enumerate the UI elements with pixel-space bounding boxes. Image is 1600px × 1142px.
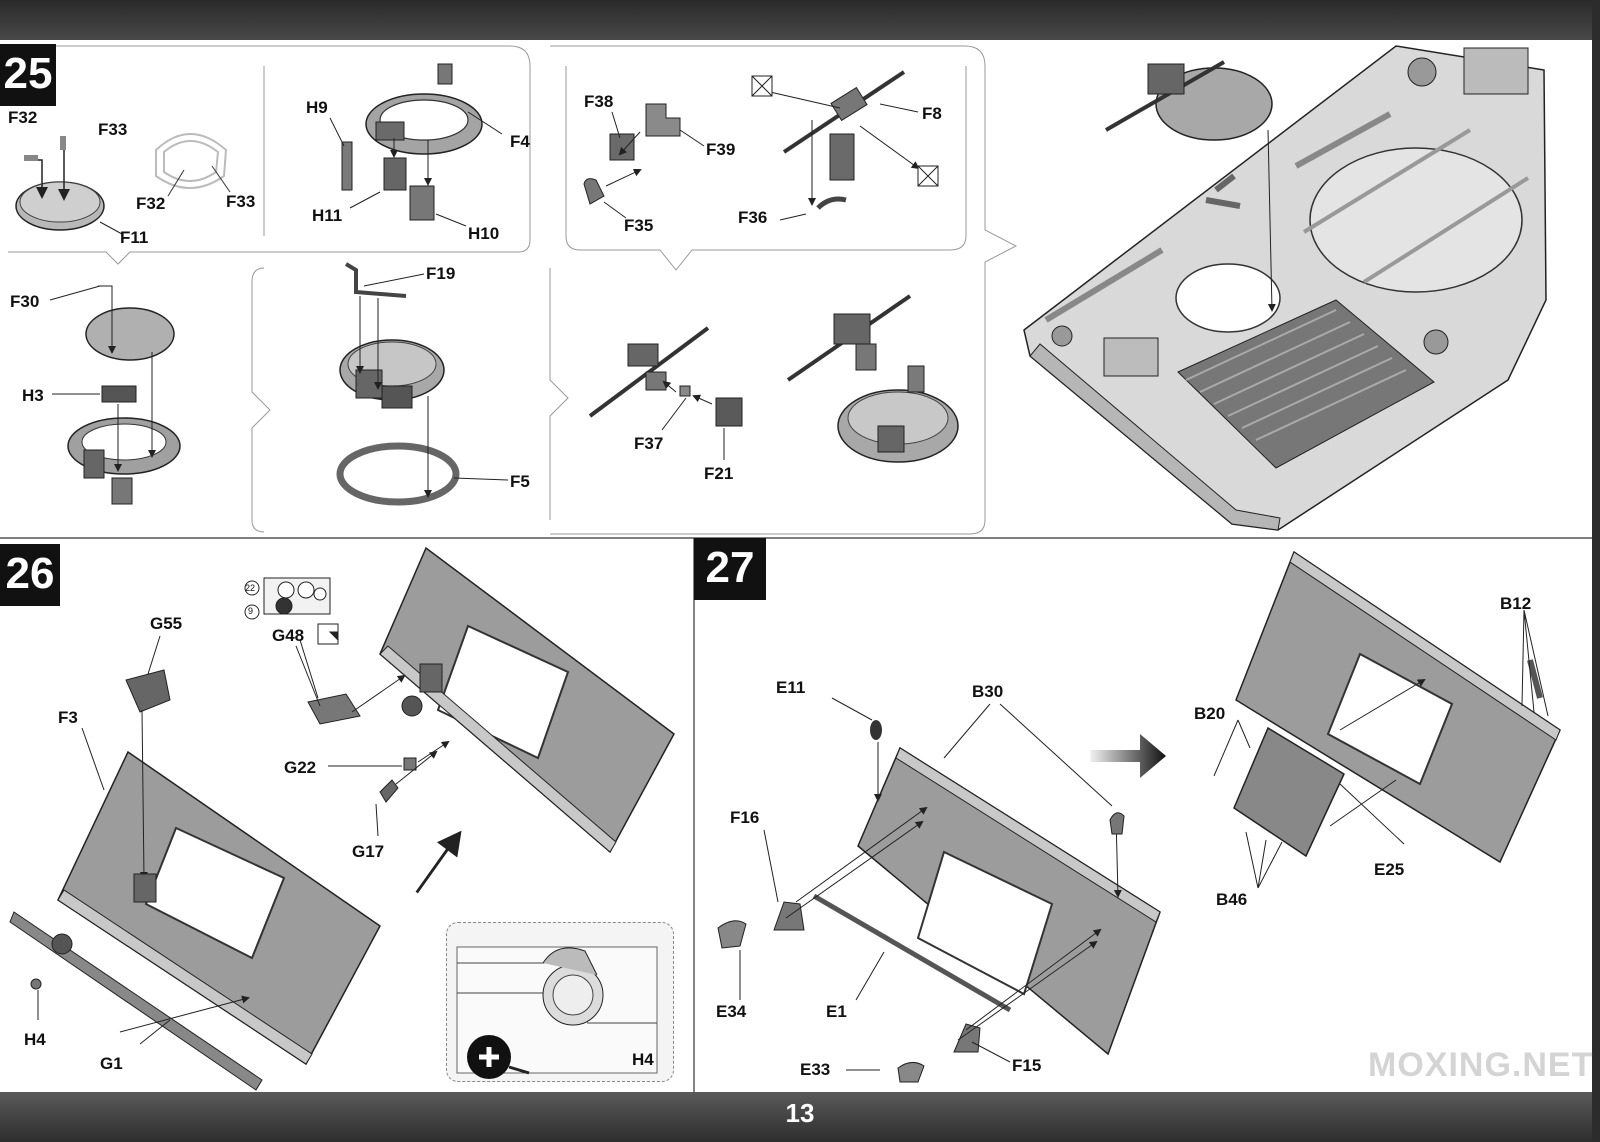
callout-B30: B30: [972, 682, 1004, 701]
bottom-border: [0, 1092, 1600, 1142]
section-dividers: [0, 537, 1592, 1092]
callout-H10: H10: [468, 224, 500, 243]
callout-E34: E34: [716, 1002, 747, 1021]
gun-on-hatch-drawing: [786, 294, 959, 463]
callout-E33: E33: [800, 1060, 831, 1079]
hatch-f11-outline-view: [155, 133, 231, 197]
callout-F36: F36: [738, 208, 768, 227]
callout-F19: F19: [426, 264, 456, 283]
callout-F32-a: F32: [8, 108, 38, 127]
callout-F39: F39: [706, 140, 736, 159]
step-number-25: 25: [0, 44, 56, 106]
zoom-detail-drawing: [456, 946, 658, 1079]
hatch-f11-drawing: [15, 136, 123, 235]
hull-top-drawing: [1023, 45, 1547, 531]
gun-assembly-f37-drawing: [588, 326, 743, 460]
direction-arrow-26: [415, 830, 462, 894]
callout-F4: F4: [510, 132, 530, 151]
callout-F30: F30: [10, 292, 40, 311]
gun-mount-parts-drawing: [583, 70, 939, 221]
callout-H4: H4: [24, 1030, 46, 1049]
callout-F21: F21: [704, 464, 734, 483]
rear-door-left-drawing: [9, 635, 381, 1091]
step-number-27: 27: [694, 538, 766, 600]
callout-H3: H3: [22, 386, 44, 405]
callout-G22: G22: [284, 758, 317, 777]
callout-G48: G48: [272, 626, 305, 645]
callout-H11: H11: [312, 206, 343, 225]
rear-door-right-drawing: [299, 546, 675, 854]
top-border: [0, 0, 1600, 42]
callout-E25: E25: [1374, 860, 1405, 879]
callout-H9: H9: [306, 98, 328, 117]
callout-H4-zoom: H4: [632, 1050, 654, 1069]
watermark: MOXING.NET: [1368, 1046, 1594, 1084]
callout-F33-a: F33: [98, 120, 128, 139]
callout-B12: B12: [1500, 594, 1532, 613]
decal-number-9: 9: [248, 606, 254, 616]
callout-F16: F16: [730, 808, 760, 827]
decal-number-22: 22: [245, 583, 256, 593]
callout-F15: F15: [1012, 1056, 1042, 1075]
right-border: [1592, 0, 1600, 1142]
step27-assembly: [717, 550, 1561, 1083]
zoom-detail-inset: [446, 922, 674, 1082]
callout-F8: F8: [922, 104, 942, 123]
callout-F38: F38: [584, 92, 614, 111]
cupola-ring-f4-drawing: [329, 63, 503, 227]
callout-F32-b: F32: [136, 194, 166, 213]
step25-subpanels: [8, 45, 1018, 535]
callout-E1: E1: [826, 1002, 847, 1021]
callout-F33-b: F33: [226, 192, 256, 211]
callout-B20: B20: [1194, 704, 1226, 723]
step-number-26: 26: [0, 544, 60, 606]
callout-G1: G1: [100, 1054, 123, 1073]
callout-F37: F37: [634, 434, 664, 453]
callout-F3: F3: [58, 708, 78, 727]
callout-G55: G55: [150, 614, 183, 633]
callout-F11: F11: [120, 228, 149, 247]
callout-B46: B46: [1216, 890, 1248, 909]
callout-F35: F35: [624, 216, 654, 235]
callout-E11: E11: [776, 678, 806, 697]
hatch-assembly-f19-drawing: [336, 262, 509, 506]
hatch-ring-h3-drawing: [49, 285, 181, 505]
callout-G17: G17: [352, 842, 385, 861]
page-number: 13: [785, 1098, 815, 1128]
decal-sheet-g48: [244, 577, 339, 707]
callout-F5: F5: [510, 472, 530, 491]
